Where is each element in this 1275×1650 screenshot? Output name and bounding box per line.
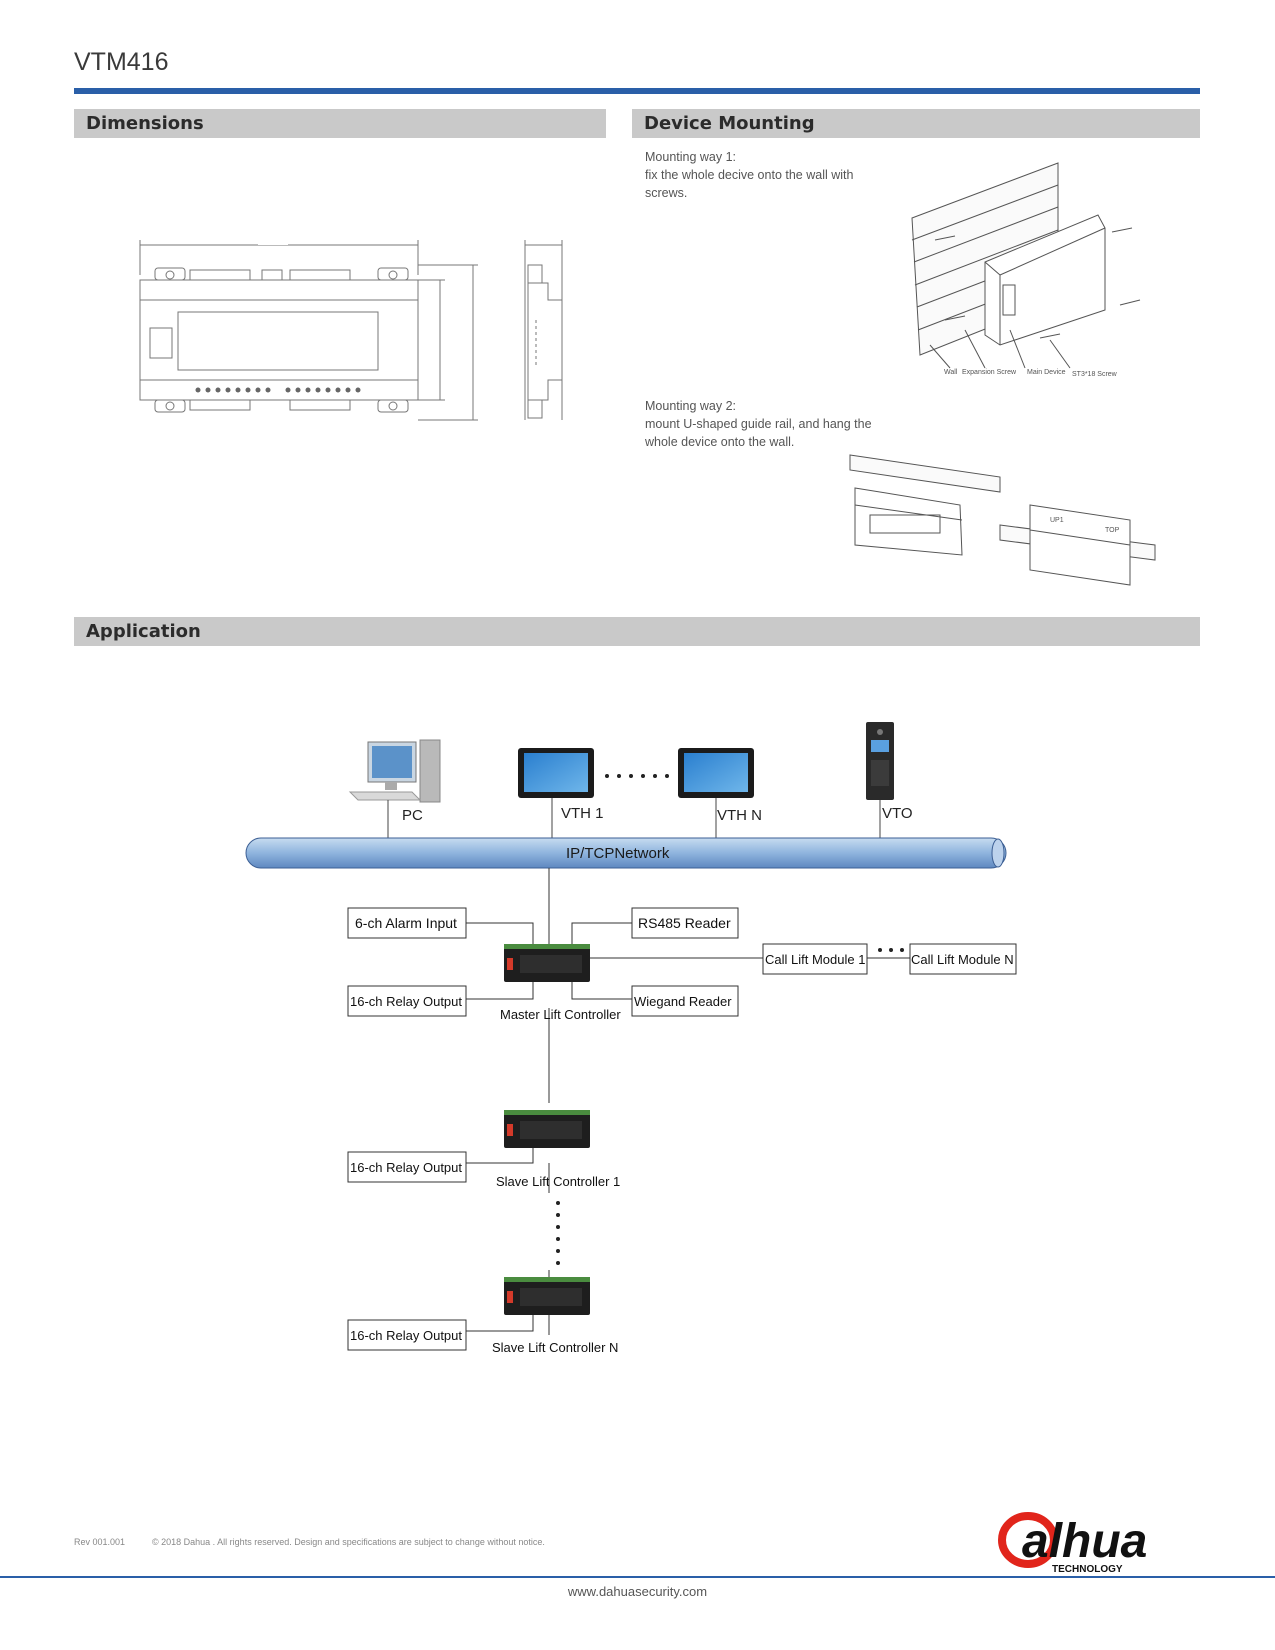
box-relay-output-master: 16-ch Relay Output [347,985,467,1017]
vto-label: VTO [882,805,913,822]
slaven-controller-icon [504,1277,590,1315]
label-expansion-screw: Expansion Screw [962,369,1017,376]
box-relay-slave1-label: 16-ch Relay Output [350,1160,462,1175]
master-controller-label: Master Lift Controller [500,1007,621,1022]
mounting-way1-note: Mounting way 1: fix the whole decive ont… [645,148,853,202]
footer-copyright: © 2018 Dahua . All rights reserved. Desi… [152,1537,545,1547]
slave1-controller-label: Slave Lift Controller 1 [496,1174,620,1189]
box-call-lift-1-label: Call Lift Module 1 [765,952,865,967]
box-alarm-input-label: 6-ch Alarm Input [355,915,457,931]
section-dimensions: Dimensions [74,109,606,138]
vth1-label: VTH 1 [561,805,604,822]
vth-ellipsis [605,774,669,778]
section-mounting: Device Mounting [632,109,1200,138]
section-application: Application [74,617,1200,646]
vthn-label: VTH N [717,807,762,824]
mounting-way2-title: Mounting way 2: [645,399,737,413]
box-wiegand-label: Wiegand Reader [634,994,732,1009]
master-controller-icon [504,944,590,982]
svg-text:alhua: alhua [1022,1515,1147,1568]
slaven-controller-label: Slave Lift Controller N [492,1340,618,1355]
section-dimensions-label: Dimensions [86,113,204,134]
pc-icon [348,739,441,803]
title-rule [74,88,1200,94]
pc-label: PC [402,807,423,824]
svg-text:TECHNOLOGY: TECHNOLOGY [1052,1564,1123,1575]
box-alarm-input: 6-ch Alarm Input [347,907,467,939]
dimension-drawing-front [139,240,478,421]
slave-ellipsis [556,1201,560,1265]
label-rail-up1: UP1 [1050,517,1064,524]
vth1-icon [518,748,594,798]
box-call-lift-n: Call Lift Module N [909,943,1017,975]
box-wiegand-reader: Wiegand Reader [631,985,739,1017]
network-pipe [245,837,1007,869]
footer-rule [0,1576,1275,1578]
box-relay-slaven-label: 16-ch Relay Output [350,1328,462,1343]
mounting-way1-illustration [911,162,1141,369]
box-call-lift-n-label: Call Lift Module N [911,952,1014,967]
call-lift-ellipsis [878,948,904,952]
mounting-way2-note: Mounting way 2: mount U-shaped guide rai… [645,397,872,451]
document-title: VTM416 [74,48,169,76]
footer-url[interactable]: www.dahuasecurity.com [567,1584,708,1599]
vthn-icon [678,748,754,798]
dimension-drawing-front-terminals [195,387,361,393]
footer-rev: Rev 001.001 [74,1537,126,1547]
section-mounting-label: Device Mounting [644,113,815,134]
box-rs485-reader: RS485 Reader [631,907,739,939]
mounting-way1-title: Mounting way 1: [645,150,737,164]
network-label: IP/TCPNetwork [566,845,670,862]
mounting-way2-illustration [849,454,1156,586]
mounting-way1-line2: screws. [645,186,688,200]
vto-icon [866,722,894,800]
mounting-way2-line1: mount U-shaped guide rail, and hang the [645,417,872,431]
box-relay-output-slave1: 16-ch Relay Output [347,1151,467,1183]
label-main-device: Main Device [1027,369,1066,376]
dahua-logo: alhua TECHNOLOGY [998,1512,1147,1575]
label-st-screw: ST3*18 Screw [1072,371,1118,378]
label-rail-up2: TOP [1105,527,1120,534]
dimension-drawing-side [524,240,563,420]
mounting-way2-line2: whole device onto the wall. [645,435,795,449]
label-wall: Wall [944,369,958,376]
mounting-way1-line1: fix the whole decive onto the wall with [645,168,854,182]
slave1-controller-icon [504,1110,590,1148]
box-rs485-label: RS485 Reader [638,915,731,931]
section-application-label: Application [86,621,201,642]
box-relay-output-slaven: 16-ch Relay Output [347,1319,467,1351]
box-call-lift-1: Call Lift Module 1 [762,943,868,975]
box-relay-master-label: 16-ch Relay Output [350,994,462,1009]
